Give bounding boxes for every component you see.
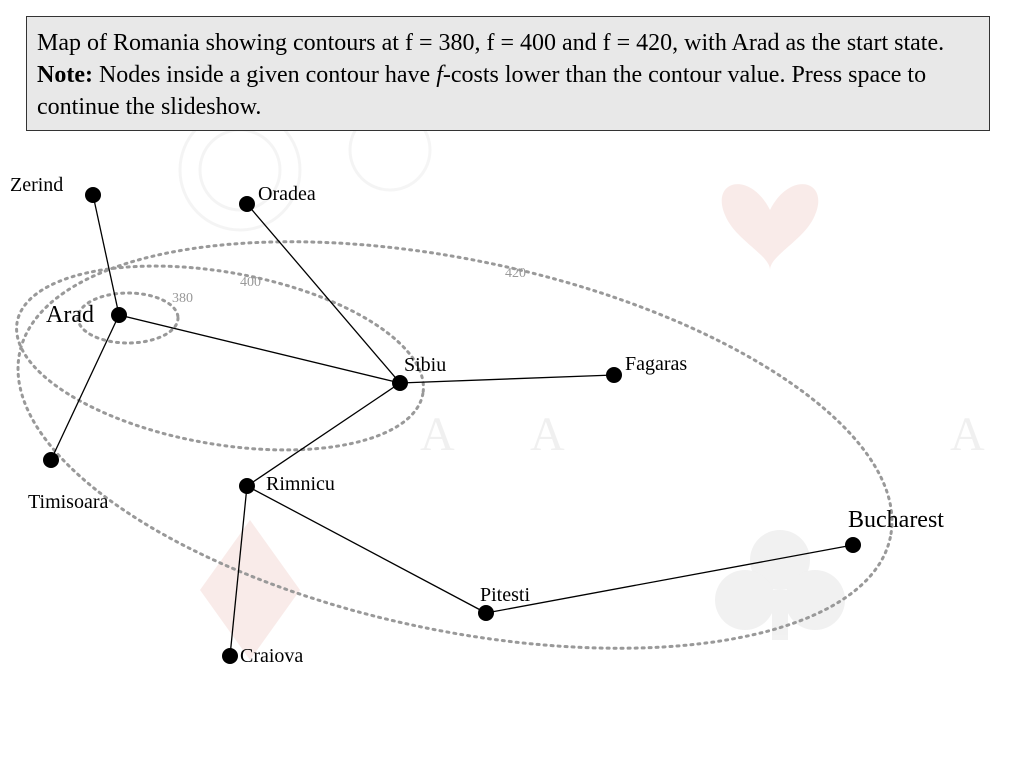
contour-400-label: 400 <box>240 275 261 290</box>
caption-f-italic: f <box>436 62 443 88</box>
contour-380 <box>76 291 180 345</box>
node-oradea <box>239 196 255 212</box>
heart-watermark-icon <box>721 184 819 270</box>
edge-arad-timisoara <box>50 314 120 461</box>
node-zerind <box>85 187 101 203</box>
label-arad: Arad <box>46 302 94 328</box>
label-pitesti: Pitesti <box>480 584 530 606</box>
node-rimnicu <box>239 478 255 494</box>
edge-rimnicu-craiova <box>229 485 248 657</box>
edge-rimnicu-pitesti <box>246 485 487 614</box>
edge-arad-sibiu <box>118 314 401 384</box>
label-timisoara: Timisoara <box>28 491 109 513</box>
caption-note-label: Note: <box>37 62 93 88</box>
label-fagaras: Fagaras <box>625 353 687 375</box>
caption-text-3: -costs lower than the contour value. Pre… <box>37 62 927 120</box>
diamond-watermark-icon <box>200 520 300 660</box>
node-craiova <box>222 648 238 664</box>
edge-sibiu-fagaras <box>399 374 615 384</box>
node-sibiu <box>392 375 408 391</box>
label-bucharest: Bucharest <box>848 507 944 533</box>
contour-420 <box>16 240 894 650</box>
caption-text: Map of Romania showing contours at f = 3… <box>37 30 945 56</box>
node-timisoara <box>43 452 59 468</box>
svg-text:A: A <box>950 408 985 461</box>
contour-380-label: 380 <box>172 291 193 306</box>
svg-text:A: A <box>530 408 565 461</box>
caption-text-2: Nodes inside a given contour have <box>92 62 437 88</box>
caption-box: Map of Romania showing contours at f = 3… <box>26 16 990 131</box>
edge-oradea-sibiu <box>246 203 401 384</box>
label-sibiu: Sibiu <box>404 354 446 376</box>
edge-pitesti-bucharest <box>485 544 854 614</box>
svg-text:A: A <box>420 408 455 461</box>
label-rimnicu: Rimnicu <box>266 473 335 495</box>
contour-400 <box>15 264 425 452</box>
label-craiova: Craiova <box>240 645 303 667</box>
label-zerind: Zerind <box>10 174 63 196</box>
node-fagaras <box>606 367 622 383</box>
label-oradea: Oradea <box>258 183 316 205</box>
node-pitesti <box>478 605 494 621</box>
node-bucharest <box>845 537 861 553</box>
edge-zerind-arad <box>92 194 120 316</box>
node-arad <box>111 307 127 323</box>
edge-sibiu-rimnicu <box>246 382 401 487</box>
contour-420-label: 420 <box>505 266 526 281</box>
